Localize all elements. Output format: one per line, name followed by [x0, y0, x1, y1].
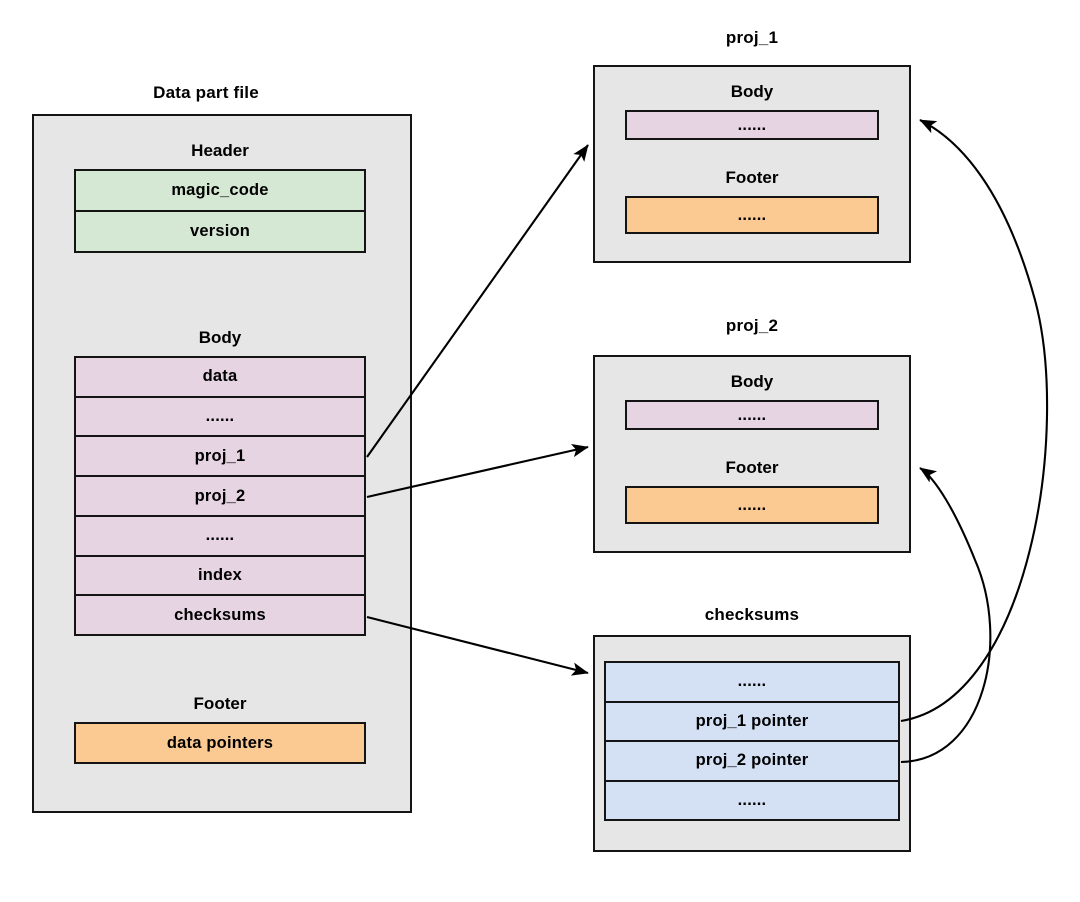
proj-1-body-slots: ......	[625, 110, 879, 140]
proj-1-footer-ellipsis[interactable]: ......	[627, 198, 877, 232]
proj-1-footer-slots: ......	[625, 196, 879, 234]
checksums-slot-ellipsis-2[interactable]: ......	[606, 781, 898, 819]
checksums-slot-ellipsis-1[interactable]: ......	[606, 663, 898, 703]
checksums-title: checksums	[704, 605, 800, 624]
data-part-file-body-label: Body	[198, 328, 242, 347]
data-part-file-footer-slots: data pointers	[74, 722, 366, 764]
checksums-slot-proj-1-pointer[interactable]: proj_1 pointer	[606, 702, 898, 742]
arrow-proj-1-pointer-to-proj-1-box	[900, 119, 1049, 723]
data-part-file-header-slots: magic_code version	[74, 169, 366, 253]
proj-2-footer-slots: ......	[625, 486, 879, 524]
proj-1-footer-label: Footer	[725, 168, 779, 187]
data-part-file-title: Data part file	[153, 83, 259, 102]
slot-magic-code[interactable]: magic_code	[76, 171, 364, 212]
proj-1-title: proj_1	[725, 28, 779, 47]
slot-version[interactable]: version	[76, 212, 364, 251]
slot-checksums[interactable]: checksums	[76, 596, 364, 635]
proj-2-title: proj_2	[725, 316, 779, 335]
proj-1-body-ellipsis[interactable]: ......	[627, 112, 877, 138]
checksums-slots: ...... proj_1 pointer proj_2 pointer ...…	[604, 661, 900, 821]
slot-index[interactable]: index	[76, 556, 364, 597]
slot-proj-2[interactable]: proj_2	[76, 477, 364, 517]
checksums-slot-proj-2-pointer[interactable]: proj_2 pointer	[606, 742, 898, 782]
slot-proj-1[interactable]: proj_1	[76, 437, 364, 478]
proj-2-body-label: Body	[730, 372, 774, 391]
data-part-file-header-label: Header	[191, 141, 249, 160]
slot-data-pointers[interactable]: data pointers	[76, 724, 364, 762]
proj-1-body-label: Body	[730, 82, 774, 101]
slot-ellipsis-2[interactable]: ......	[76, 516, 364, 557]
arrow-proj-2-pointer-to-proj-2-box	[900, 467, 992, 764]
data-part-file-body-slots: data ...... proj_1 proj_2 ...... index c…	[74, 356, 366, 636]
proj-2-body-ellipsis[interactable]: ......	[627, 402, 877, 428]
slot-data[interactable]: data	[76, 358, 364, 398]
proj-2-body-slots: ......	[625, 400, 879, 430]
proj-2-footer-ellipsis[interactable]: ......	[627, 488, 877, 522]
slot-ellipsis-1[interactable]: ......	[76, 397, 364, 438]
proj-2-footer-label: Footer	[725, 458, 779, 477]
data-part-file-footer-label: Footer	[193, 694, 247, 713]
